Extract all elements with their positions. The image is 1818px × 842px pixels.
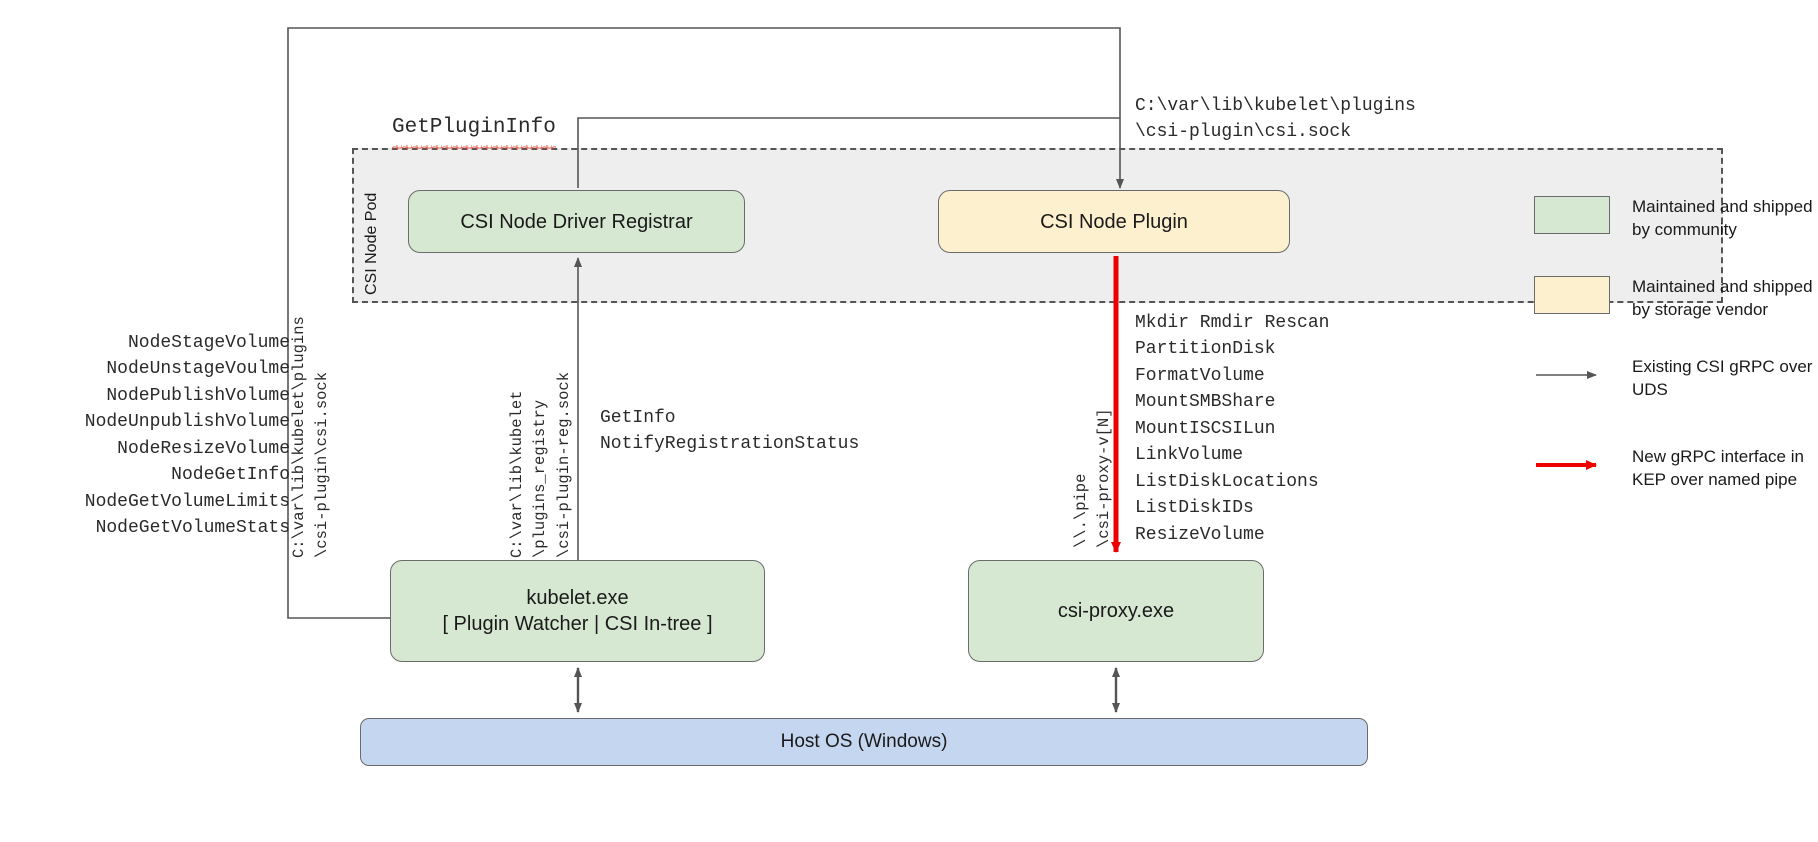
node-csi-proxy-exe[interactable]: csi-proxy.exe [968,560,1264,662]
kubelet-csi-call-item: NodeUnstageVoulme [106,359,290,380]
node-kubelet-exe[interactable]: kubelet.exe [ Plugin Watcher | CSI In-tr… [390,560,765,662]
legend-row: New gRPC interface in KEP over named pip… [1534,446,1814,492]
node-csi-node-driver-registrar[interactable]: CSI Node Driver Registrar [408,190,745,253]
registration-call-item: GetInfo [600,408,676,428]
node-kubelet-exe-sublabel: [ Plugin Watcher | CSI In-tree ] [442,613,713,635]
label-vertical-csi-sock-path: C:\var\lib\kubelet\plugins \csi-plugin\c… [290,316,332,558]
legend-row: Maintained and shipped by community [1534,196,1814,242]
wire-registrar-to-plugin-getplugininfo [577,117,1120,188]
legend-arrow-icon [1534,446,1610,484]
csi-proxy-call-item: FormatVolume [1135,365,1265,386]
kubelet-csi-call-item: NodeGetVolumeLimits [84,491,290,512]
kubelet-csi-call-item: NodeGetVolumeStats [95,518,290,539]
csi-proxy-call-item: ListDiskIDs [1135,498,1254,519]
legend-label: New gRPC interface in KEP over named pip… [1632,446,1804,489]
kubelet-csi-call-item: NodeStageVolume [127,333,290,353]
node-csi-node-plugin[interactable]: CSI Node Plugin [938,190,1290,253]
node-host-os[interactable]: Host OS (Windows) [360,718,1368,766]
legend-color-swatch [1534,196,1610,234]
label-get-plugin-info-text: GetPluginInfo [392,113,556,150]
csi-proxy-call-item: ListDiskLocations [1135,471,1319,492]
csi-proxy-call-item: MountISCSILun [1135,418,1276,439]
label-vertical-registry-sock-path: C:\var\lib\kubelet \plugins_registry \cs… [508,371,573,558]
legend-label: Maintained and shipped by storage vendor [1632,276,1813,319]
node-csi-node-plugin-label: CSI Node Plugin [1040,210,1188,233]
node-csi-node-driver-registrar-label: CSI Node Driver Registrar [460,210,693,233]
kubelet-csi-call-item: NodeResizeVolume [117,438,290,459]
legend-row: Maintained and shipped by storage vendor [1534,275,1814,322]
csi-proxy-call-item: ResizeVolume [1135,524,1265,545]
label-get-plugin-info: GetPluginInfo [392,113,556,150]
legend-arrow-icon [1534,356,1610,394]
kubelet-csi-call-item: NodeUnpublishVolume [84,412,290,433]
node-csi-proxy-exe-label: csi-proxy.exe [1057,600,1175,622]
csi-proxy-call-item: LinkVolume [1135,445,1244,466]
csi-proxy-call-item: MountSMBShare [1135,392,1276,413]
wire-kubelet-to-csi-node-plugin [287,27,1124,619]
legend-row: Existing CSI gRPC over UDS [1534,356,1814,402]
label-csi-sock-path: C:\var\lib\kubelet\plugins \csi-plugin\c… [1135,96,1416,143]
kubelet-csi-call-item: NodeGetInfo [171,465,290,486]
registration-call-item: NotifyRegistrationStatus [600,434,860,455]
node-host-os-label: Host OS (Windows) [780,730,948,752]
kubelet-csi-call-item: NodePublishVolume [106,385,290,406]
legend-label: Existing CSI gRPC over UDS [1632,356,1813,399]
csi-proxy-call-item: Mkdir Rmdir Rescan [1135,313,1330,333]
legend-color-swatch [1534,275,1610,314]
csi-proxy-call-item: PartitionDisk [1135,339,1276,360]
label-vertical-named-pipe: \\.\pipe \csi-proxy-v[N] [1072,408,1114,548]
legend-label: Maintained and shipped by community [1632,197,1813,239]
node-kubelet-exe-label: kubelet.exe [526,587,629,609]
